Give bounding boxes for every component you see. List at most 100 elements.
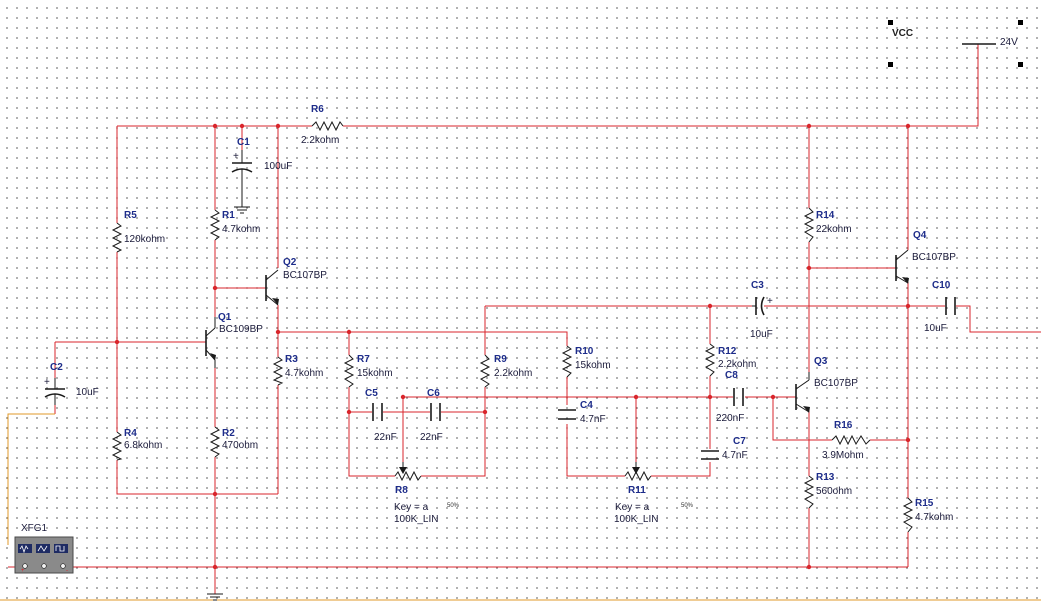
c4-value: 4.7nF [580, 414, 606, 425]
c2-ref: C2 [50, 362, 63, 373]
capacitor-c1[interactable]: + C1 100uF [231, 137, 292, 214]
resistor-r6[interactable]: R6 2.2kohm [301, 104, 344, 146]
r15-ref: R15 [915, 498, 934, 509]
q2-value: BC107BP [283, 270, 327, 281]
r8-value: 100K_LIN [394, 514, 438, 525]
r13-value: 560ohm [816, 486, 852, 497]
resistor-r5[interactable]: R5 120kohm [111, 210, 165, 253]
c1-ref: C1 [237, 137, 250, 148]
resistor-r4[interactable]: R4 6.8kohm [111, 428, 162, 461]
r9-ref: R9 [494, 354, 507, 365]
c8-ref: C8 [725, 370, 738, 381]
r16-ref: R16 [834, 420, 853, 431]
r1-ref: R1 [222, 210, 235, 221]
transistor-q1[interactable]: Q1 BC109BP [205, 312, 263, 368]
r11-value: 100K_LIN [614, 514, 658, 525]
capacitor-c2[interactable]: + C2 10uF [44, 362, 99, 405]
r4-value: 6.8kohm [124, 440, 162, 451]
c2-value: 10uF [76, 387, 99, 398]
r15-value: 4.7kohm [915, 512, 953, 523]
resistor-r14[interactable]: R14 22kohm [803, 207, 852, 243]
c1-value: 100uF [264, 161, 292, 172]
r16-value: 3.9Mohm [822, 450, 864, 461]
r2-value: 470ohm [222, 440, 258, 451]
r10-value: 15kohm [575, 360, 611, 371]
r8-key: Key = a [394, 502, 429, 513]
ground-symbol [207, 593, 223, 601]
resistor-r9[interactable]: R9 2.2kohm [479, 354, 532, 388]
r6-value: 2.2kohm [301, 135, 339, 146]
svg-text:+: + [233, 151, 239, 162]
q3-ref: Q3 [814, 356, 828, 367]
q4-value: BC107BP [912, 252, 956, 263]
q2-ref: Q2 [283, 257, 297, 268]
wires [0, 44, 1041, 601]
r2-ref: R2 [222, 428, 235, 439]
r5-value: 120kohm [124, 234, 165, 245]
capacitor-c3[interactable]: + C3 10uF [750, 280, 773, 340]
q3-value: BC107BP [814, 378, 858, 389]
r12-ref: R12 [718, 346, 737, 357]
capacitor-c4[interactable]: C4 4.7nF [558, 400, 606, 425]
c7-ref: C7 [733, 436, 746, 447]
r7-value: 15kohm [357, 368, 393, 379]
c3-value: 10uF [750, 329, 773, 340]
c6-value: 22nF [420, 432, 443, 443]
c3-ref: C3 [751, 280, 764, 291]
r13-ref: R13 [816, 472, 835, 483]
r12-value: 2.2kohm [718, 359, 756, 370]
r1-value: 4.7kohm [222, 224, 260, 235]
resistor-r16[interactable]: R16 3.9Mohm [822, 420, 871, 461]
capacitor-c7[interactable]: C7 4.7nF [701, 436, 748, 461]
resistor-r3[interactable]: R3 4.7kohm [272, 354, 323, 386]
r4-ref: R4 [124, 428, 137, 439]
r7-ref: R7 [357, 354, 370, 365]
potentiometer-r11[interactable]: R11 Key = a 100K_LIN 50% [614, 462, 694, 525]
c5-value: 22nF [374, 432, 397, 443]
c6-ref: C6 [427, 388, 440, 399]
c10-value: 10uF [924, 323, 947, 334]
resistor-r2[interactable]: R2 470ohm [209, 426, 258, 458]
xfg1-label: XFG1 [21, 523, 48, 534]
r3-ref: R3 [285, 354, 298, 365]
capacitor-c5[interactable]: C5 22nF [365, 388, 397, 443]
transistor-q4[interactable]: Q4 BC107BP [895, 230, 956, 284]
resistor-r7[interactable]: R7 15kohm [343, 354, 393, 388]
vcc-label: VCC [892, 28, 913, 39]
svg-text:+: + [44, 377, 50, 388]
c7-value: 4.7nF [722, 450, 748, 461]
svg-text:+: + [21, 568, 25, 574]
r11-ref: R11 [628, 485, 646, 496]
capacitor-c6[interactable]: C6 22nF [420, 388, 443, 443]
r8-ref: R8 [395, 485, 408, 496]
r5-ref: R5 [124, 210, 137, 221]
q1-value: BC109BP [219, 324, 263, 335]
potentiometer-r8[interactable]: R8 Key = a 100K_LIN 50% [394, 462, 460, 525]
vcc-value: 24V [1000, 37, 1018, 48]
r3-value: 4.7kohm [285, 368, 323, 379]
r10-ref: R10 [575, 346, 594, 357]
svg-text:+: + [767, 296, 773, 307]
q1-ref: Q1 [218, 312, 232, 323]
transistor-q3[interactable]: Q3 BC107BP [795, 356, 858, 413]
c10-ref: C10 [932, 280, 951, 291]
resistor-r10[interactable]: R10 15kohm [561, 345, 611, 378]
capacitor-c10[interactable]: C10 10uF [924, 280, 956, 334]
resistor-r1[interactable]: R1 4.7kohm [209, 209, 260, 241]
r14-value: 22kohm [816, 224, 852, 235]
r11-percent: 50% [681, 503, 694, 509]
capacitor-c8[interactable]: C8 220nF [716, 370, 744, 424]
r6-ref: R6 [311, 104, 324, 115]
r11-key: Key = a [615, 502, 650, 513]
q4-ref: Q4 [913, 230, 927, 241]
vcc-supply[interactable]: 24V VCC [888, 20, 1023, 67]
transistor-q2[interactable]: Q2 BC107BP [265, 257, 327, 306]
svg-text:-: - [66, 568, 68, 574]
resistor-r13[interactable]: R13 560ohm [803, 472, 852, 509]
r8-percent: 50% [447, 503, 460, 509]
resistor-r15[interactable]: R15 4.7kohm [902, 497, 953, 533]
function-generator-xfg1[interactable]: XFG1 + - [14, 523, 74, 574]
resistor-r12[interactable]: R12 2.2kohm [704, 343, 756, 377]
